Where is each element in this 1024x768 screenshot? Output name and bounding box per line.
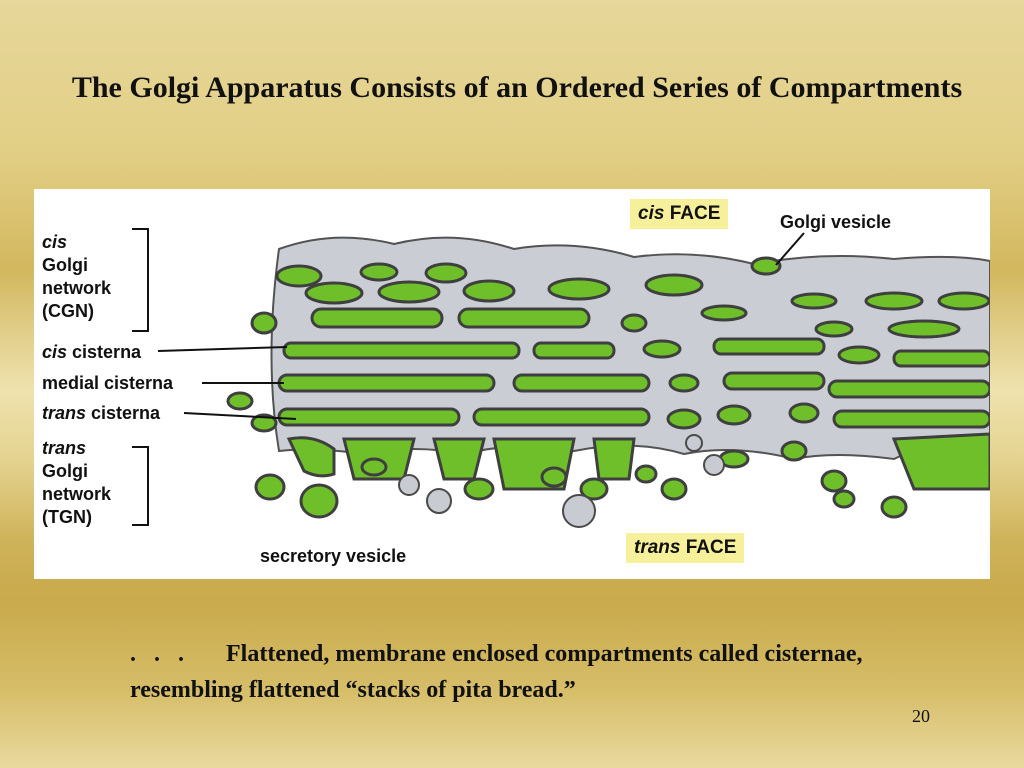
label-tgn: trans Golgi network (TGN) [42,438,112,527]
cis-cisterna-pointer [157,346,288,352]
golgi-illustration [132,228,990,528]
golgi-diagram: cis Golgi network (CGN) cis cisterna med… [34,189,990,579]
slide-caption: . . .Flattened, membrane enclosed compar… [130,636,910,708]
label-medial-cisterna: medial cisterna [42,373,174,393]
cgn-bracket [132,228,149,332]
caption-ellipsis: . . . [130,641,190,667]
tgn-bracket [132,446,149,526]
caption-text: Flattened, membrane enclosed compartment… [130,641,863,703]
slide-title: The Golgi Apparatus Consists of an Order… [71,71,963,104]
cis-face-box: cis FACE [630,199,729,229]
trans-cisterna-pointer [183,412,297,420]
label-secretory-vesicle: secretory vesicle [260,546,407,566]
page-number: 20 [912,706,930,726]
golgi-vesicle-pointer [775,232,805,266]
label-cgn: cis Golgi network (CGN) [42,232,112,321]
label-cis-cisterna: cis cisterna [42,342,142,362]
label-golgi-vesicle: Golgi vesicle [780,212,892,232]
label-trans-cisterna: trans cisterna [42,403,161,423]
trans-face-box: trans FACE [626,533,745,563]
